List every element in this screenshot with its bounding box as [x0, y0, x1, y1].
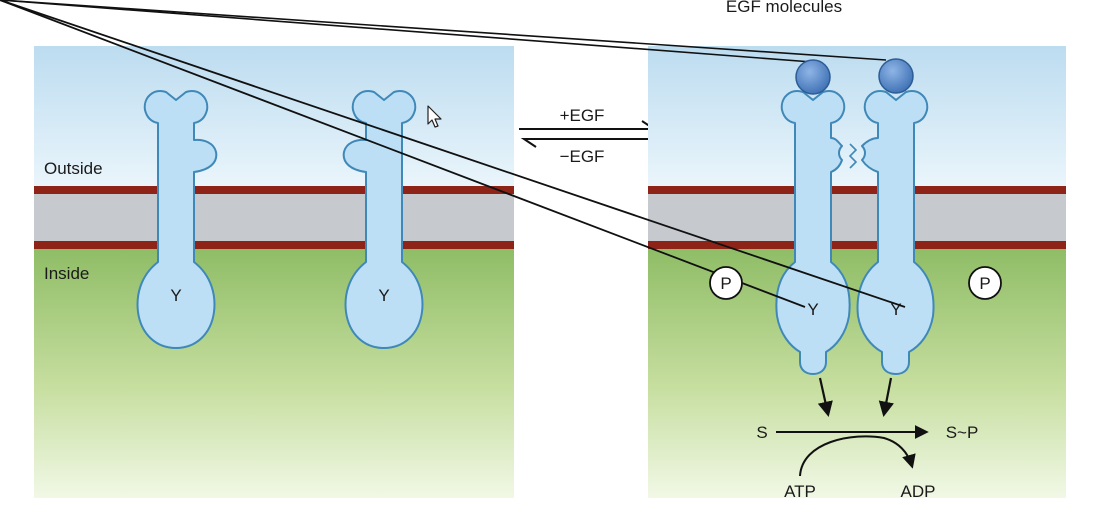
- tyrosine-label: Y: [807, 300, 818, 319]
- phosphate-group-left: P: [709, 266, 743, 300]
- right-panel: EGF molecules Y Y P P: [0, 0, 1066, 501]
- kinase-arrow-icon: [817, 377, 833, 418]
- egf-pointer-line: [0, 0, 813, 63]
- membrane-outer-line: [648, 186, 1066, 194]
- reverse-arrow-icon: [520, 138, 659, 148]
- egf-receptor-monomer: Y: [342, 90, 424, 349]
- phosphate-bond: [0, 0, 906, 308]
- kinase-arrow-icon: [878, 377, 894, 418]
- phosphate-group-right: P: [968, 266, 1002, 300]
- extracellular-region: [34, 46, 514, 186]
- dimer-contact-zigzag: [848, 143, 858, 169]
- egf-receptor-monomer: Y: [136, 90, 218, 349]
- cursor-icon: [427, 105, 442, 128]
- egf-ligand-icon: [795, 59, 831, 95]
- membrane-band: [34, 186, 514, 246]
- equilibrium-arrows: +EGF −EGF: [519, 106, 659, 166]
- substrate-label: S: [756, 423, 767, 442]
- extracellular-region: [648, 46, 1066, 186]
- phosphate-bond: [0, 0, 806, 308]
- egf-molecules-label: EGF molecules: [726, 0, 842, 16]
- cytoplasm-region: [34, 249, 514, 498]
- plus-egf-label: +EGF: [560, 106, 605, 125]
- membrane-outer-line: [34, 186, 514, 194]
- atp-adp-arrow-icon: [799, 435, 916, 477]
- tyrosine-label: Y: [378, 286, 389, 305]
- outside-label: Outside: [44, 159, 103, 178]
- membrane-inner-line: [648, 241, 1066, 249]
- egf-pointer-line: [0, 0, 887, 61]
- egf-ligand-icon: [878, 58, 914, 94]
- phospho-substrate-label: S~P: [946, 423, 979, 442]
- tyrosine-label: Y: [890, 300, 901, 319]
- membrane-band: [648, 186, 1066, 246]
- egf-receptor-dimer-right: Y: [856, 90, 935, 375]
- minus-egf-label: −EGF: [560, 147, 605, 166]
- adp-label: ADP: [901, 482, 936, 501]
- membrane-inner-line: [34, 241, 514, 249]
- phosphate-label: P: [720, 274, 731, 293]
- tyrosine-label: Y: [170, 286, 181, 305]
- inside-label: Inside: [44, 264, 89, 283]
- left-panel: Outside Inside Y Y: [34, 46, 514, 498]
- phosphate-label: P: [979, 274, 990, 293]
- atp-label: ATP: [784, 482, 816, 501]
